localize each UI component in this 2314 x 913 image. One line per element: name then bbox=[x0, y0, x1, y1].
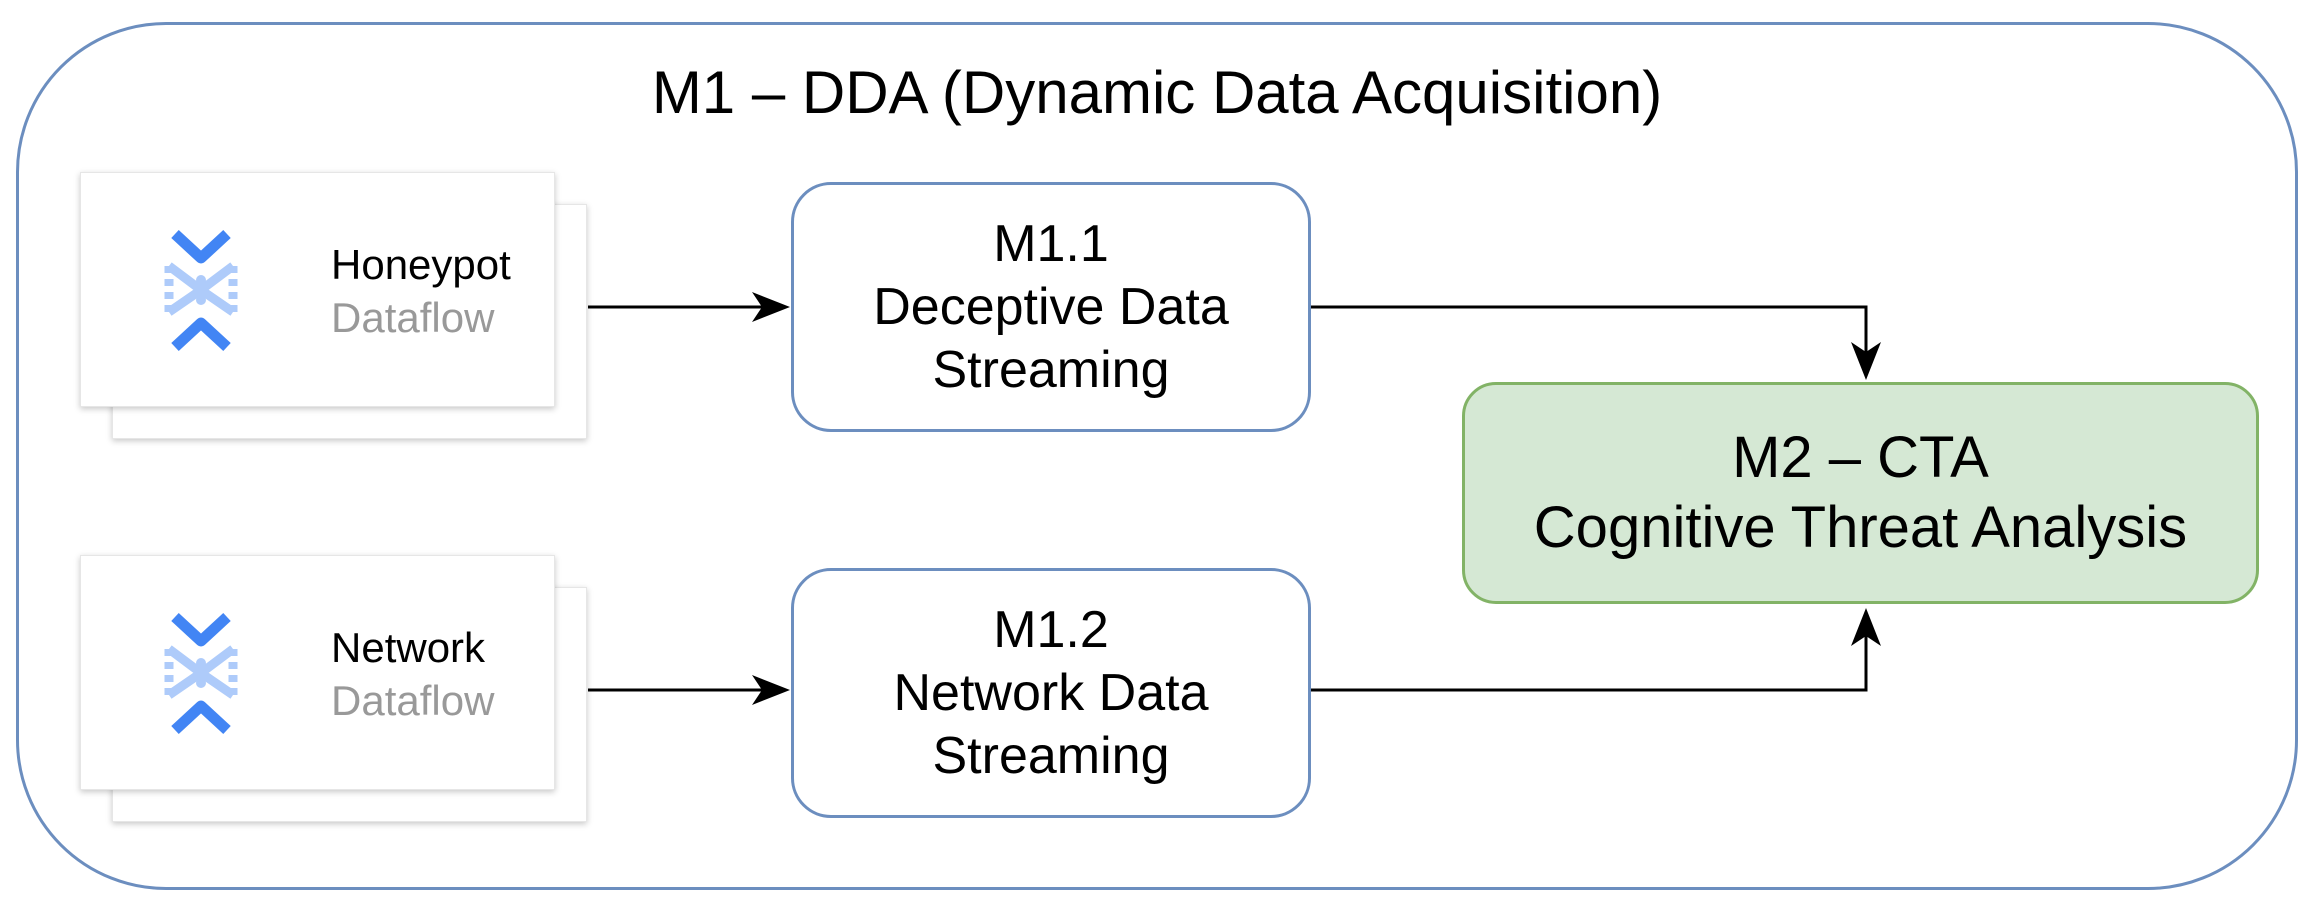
module-line-1: Deceptive Data bbox=[873, 277, 1229, 336]
module-id: M1.1 bbox=[993, 214, 1109, 273]
source-type: Dataflow bbox=[331, 294, 495, 341]
arrow-m1-1-to-m2 bbox=[1311, 305, 1881, 380]
source-type: Dataflow bbox=[331, 677, 495, 724]
honeypot-dataflow-card[interactable]: Honeypot Dataflow bbox=[80, 172, 587, 439]
arrow-m1-2-to-m2 bbox=[1311, 608, 1881, 692]
card-label: Honeypot Dataflow bbox=[331, 238, 511, 344]
network-dataflow-card[interactable]: Network Dataflow bbox=[80, 555, 587, 822]
card-front: Honeypot Dataflow bbox=[80, 172, 555, 407]
arrow-network-to-m1-2 bbox=[588, 675, 790, 705]
card-front: Network Dataflow bbox=[80, 555, 555, 790]
cta-subtitle: Cognitive Threat Analysis bbox=[1533, 495, 2188, 560]
dataflow-icon bbox=[164, 612, 238, 735]
module-id: M1.2 bbox=[993, 600, 1109, 659]
source-name: Honeypot bbox=[331, 241, 511, 288]
source-name: Network bbox=[331, 624, 486, 671]
card-label: Network Dataflow bbox=[331, 621, 494, 727]
module-line-2: Streaming bbox=[932, 340, 1170, 399]
module-line-2: Streaming bbox=[932, 726, 1170, 785]
dataflow-icon bbox=[164, 229, 238, 352]
container-title: M1 – DDA (Dynamic Data Acquisition) bbox=[651, 59, 1663, 126]
cta-title: M2 – CTA bbox=[1732, 425, 1989, 490]
m1-dda-container bbox=[16, 22, 2298, 890]
arrow-honeypot-to-m1-1 bbox=[588, 292, 790, 322]
m2-cta-box[interactable]: M2 – CTA Cognitive Threat Analysis bbox=[1462, 382, 2259, 604]
m1-2-network-data-streaming-box[interactable]: M1.2 Network Data Streaming bbox=[791, 568, 1311, 818]
m1-1-deceptive-data-streaming-box[interactable]: M1.1 Deceptive Data Streaming bbox=[791, 182, 1311, 432]
module-line-1: Network Data bbox=[893, 663, 1209, 722]
